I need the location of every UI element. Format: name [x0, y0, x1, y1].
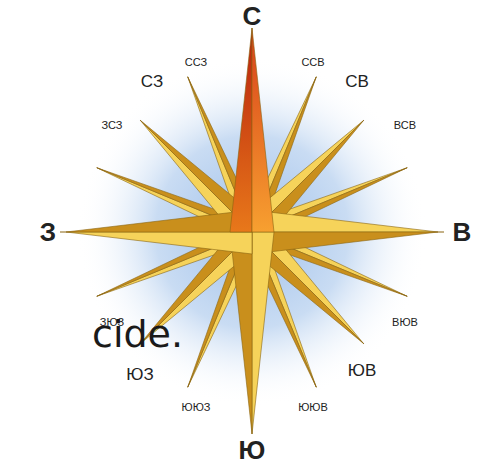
slide-text: cide.: [92, 315, 183, 353]
direction-minor: ВСВ: [394, 120, 416, 131]
star-spike: [252, 210, 438, 232]
direction-main: С: [243, 3, 262, 29]
direction-minor: ЮЮВ: [298, 402, 328, 413]
star-spike: [66, 232, 252, 254]
direction-main: З: [40, 219, 56, 245]
direction-minor: ЮЮЗ: [182, 402, 211, 413]
direction-intercardinal: ЮВ: [348, 362, 377, 379]
star-spikes: [60, 28, 444, 434]
star-spike: [66, 210, 252, 232]
direction-intercardinal: СВ: [345, 73, 369, 90]
direction-main: В: [453, 219, 472, 245]
star-spike: [230, 232, 252, 434]
direction-main: Ю: [239, 437, 266, 463]
star-spike: [252, 28, 274, 232]
direction-intercardinal: СЗ: [141, 73, 163, 90]
star-spike: [252, 232, 274, 434]
star-spike: [252, 232, 438, 254]
direction-minor: ВЮВ: [392, 317, 418, 328]
direction-minor: ССВ: [301, 57, 324, 68]
arm-line: [60, 232, 66, 233]
arm-line: [438, 232, 444, 233]
direction-minor: ЗСЗ: [102, 120, 123, 131]
star-spike: [230, 28, 252, 232]
direction-minor: ССЗ: [185, 57, 207, 68]
direction-intercardinal: ЮЗ: [126, 366, 153, 383]
